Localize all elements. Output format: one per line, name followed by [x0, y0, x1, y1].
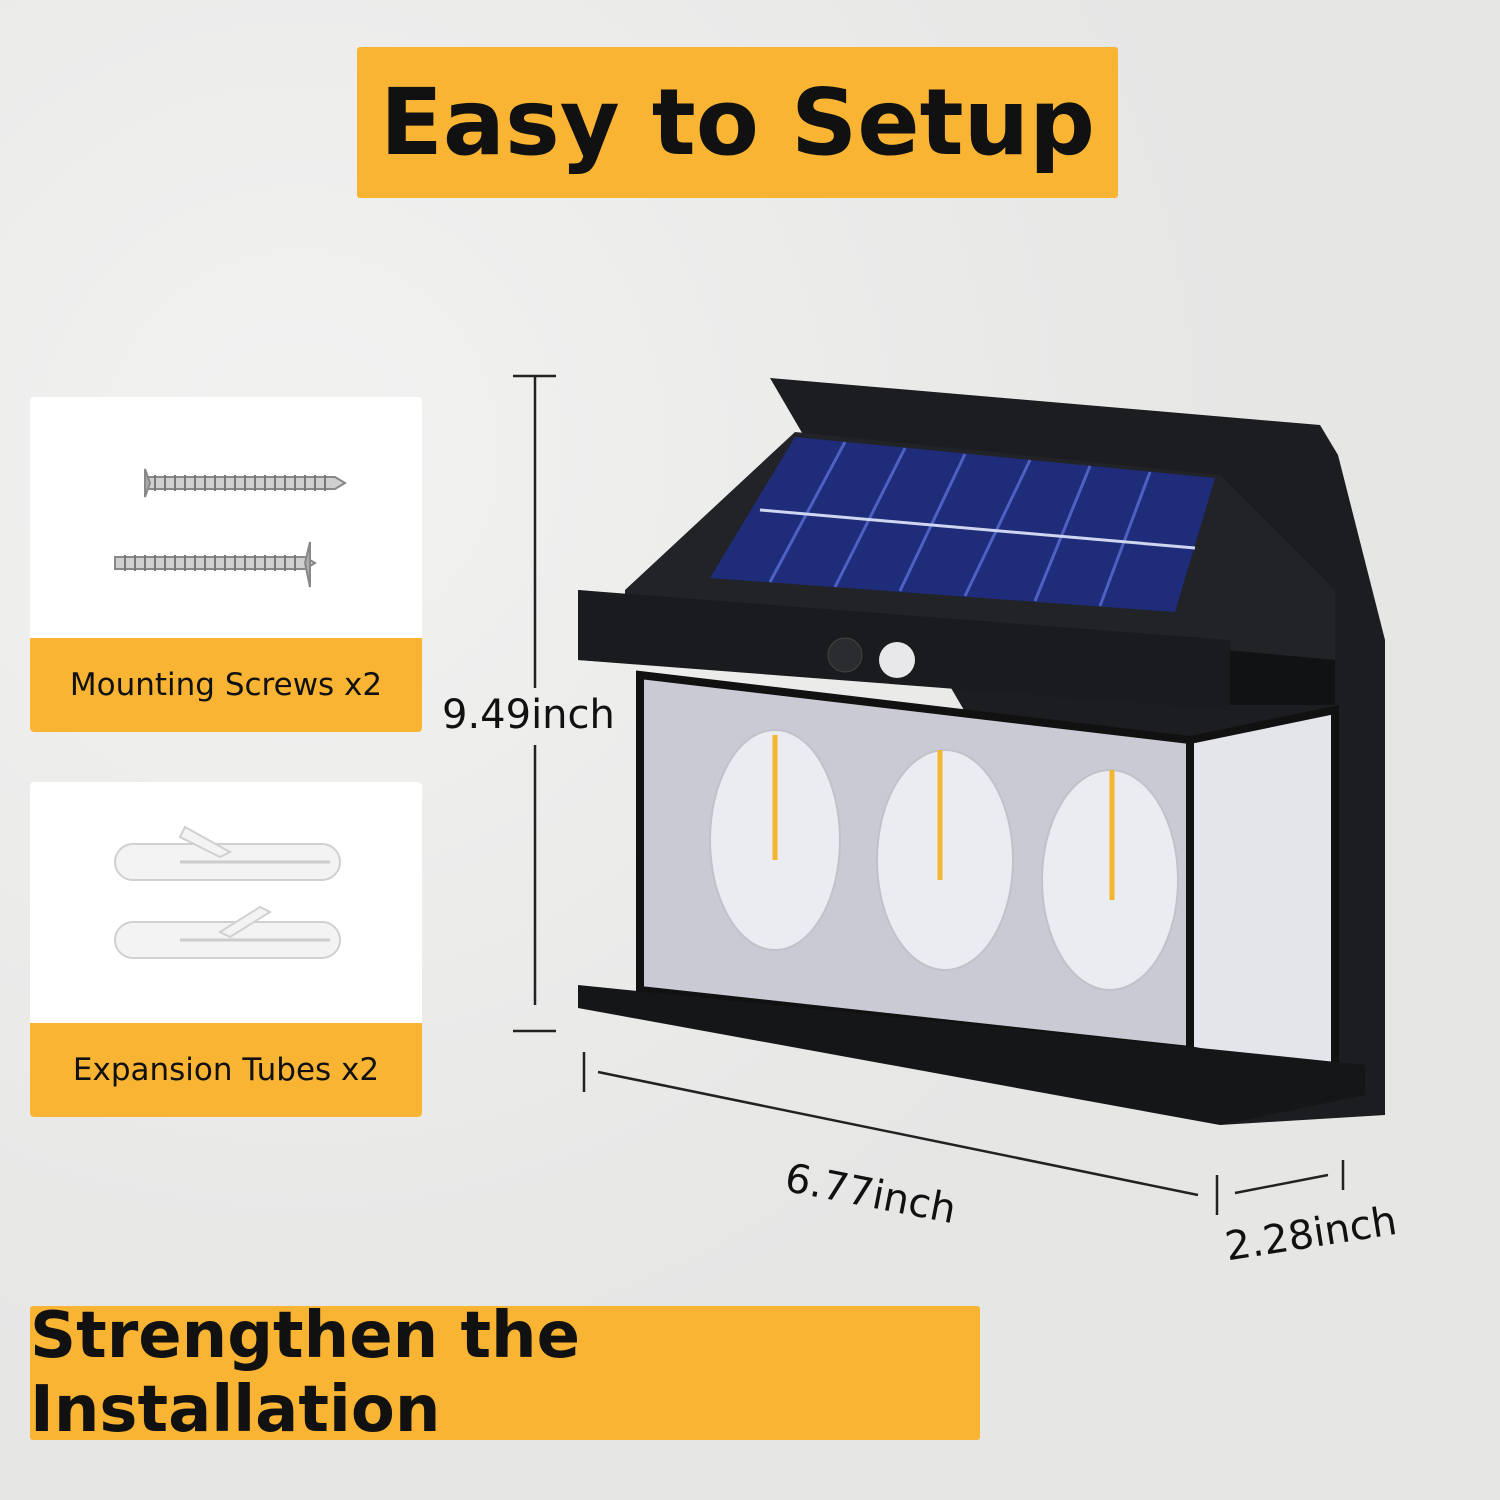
screw-icon [114, 468, 347, 588]
bottom-banner: Strengthen the Installation [30, 1299, 980, 1447]
page-title: Easy to Setup [357, 47, 1118, 198]
accessory-card-screws: Mounting Screws x2 [30, 397, 422, 732]
accessory-label: Expansion Tubes x2 [30, 1023, 422, 1117]
height-dimension: 9.49inch [442, 692, 615, 738]
expansion-tube-icon [114, 825, 341, 959]
accessory-card-tubes: Expansion Tubes x2 [30, 782, 422, 1117]
accessory-label: Mounting Screws x2 [30, 638, 422, 732]
